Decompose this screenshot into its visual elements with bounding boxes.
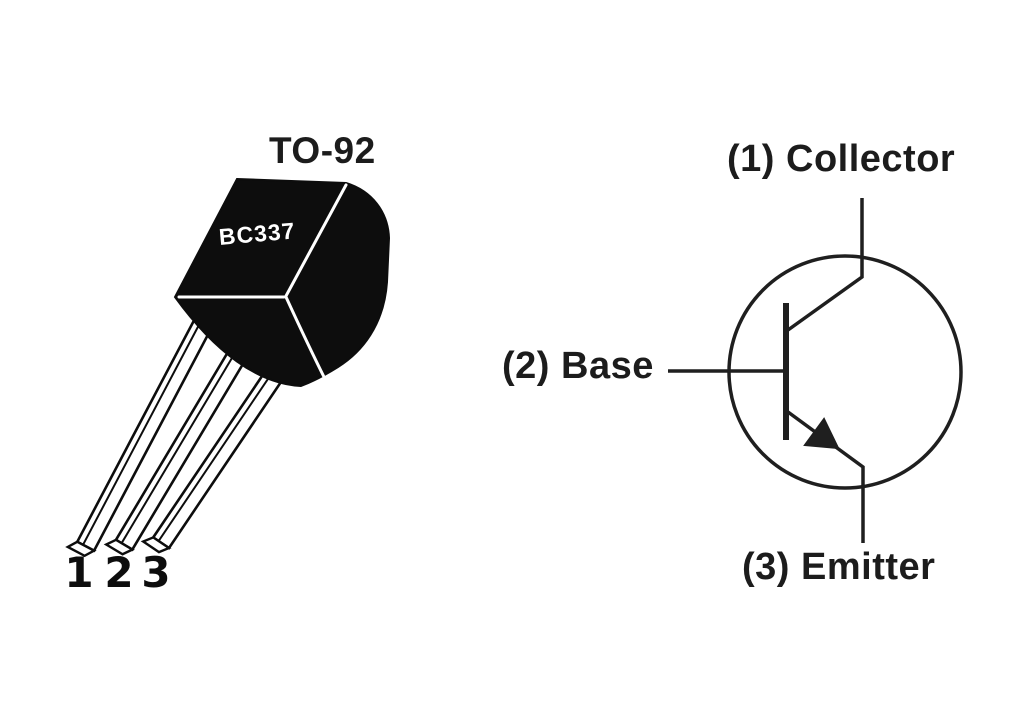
transistor-symbol: [668, 198, 963, 543]
emitter-lead-line: [786, 410, 865, 543]
body-front-edge-highlight: [284, 183, 348, 298]
leg-1-edge-line: [82, 319, 203, 545]
package-leg-2: [103, 335, 255, 556]
pin-number-1: 1: [64, 548, 94, 597]
leg-3-tip-cap: [140, 536, 172, 554]
pin-number-2: 2: [104, 548, 134, 597]
leg-2-tip-cap: [103, 538, 135, 556]
base-pin-label: (2) Base: [502, 345, 654, 387]
collector-lead-line: [786, 198, 864, 332]
emitter-arrowhead-icon: [803, 417, 840, 450]
body-curve-edge-highlight: [284, 295, 328, 383]
to92-package-drawing: [65, 177, 391, 558]
package-type-label: TO-92: [269, 130, 376, 171]
package-body: [173, 177, 391, 388]
leg-1-tip-cap: [65, 540, 97, 558]
leg-3-edge-line: [158, 363, 280, 541]
emitter-pin-label: (3) Emitter: [742, 546, 936, 588]
pin-number-3: 3: [141, 548, 171, 597]
collector-pin-label: (1) Collector: [727, 138, 956, 180]
leg-2-edge-line: [121, 343, 242, 543]
